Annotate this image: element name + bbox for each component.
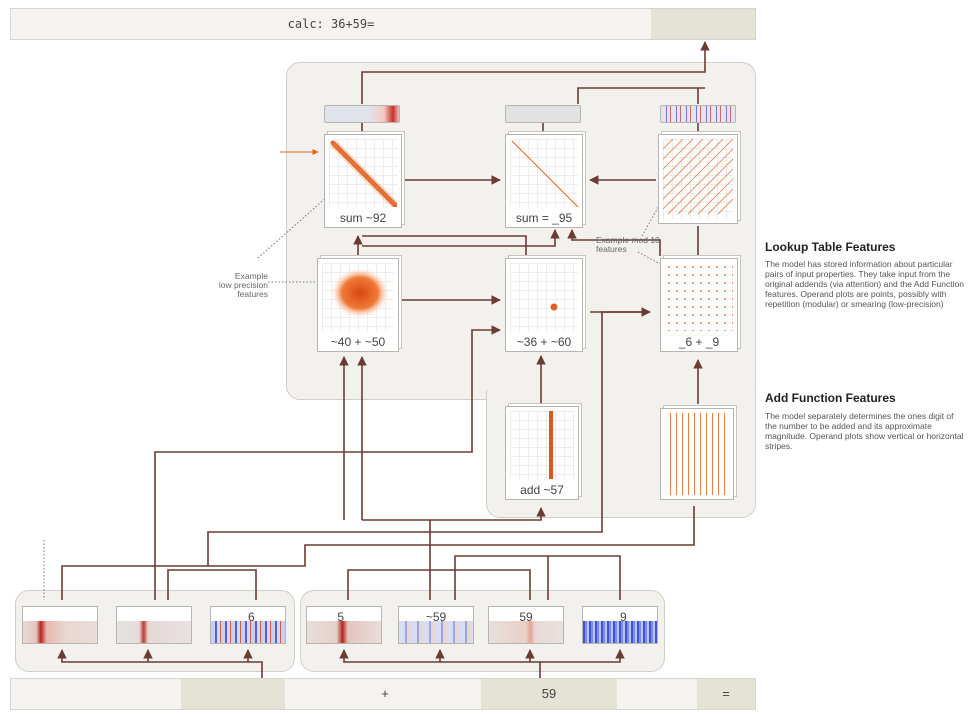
plot-add-ones	[665, 413, 729, 495]
label-6-9: _6 + _9	[678, 335, 720, 349]
node-sum92: sum ~92	[324, 134, 402, 228]
label-add57: add ~57	[520, 483, 564, 497]
prompt-bar: calc: 36+59=	[10, 8, 756, 40]
label-40-50: ~40 + ~50	[330, 335, 386, 349]
feature-strip-3	[211, 621, 285, 643]
plot-36-60	[510, 263, 578, 331]
label-sum92: sum ~92	[339, 211, 387, 225]
feature-strip-1	[23, 621, 97, 643]
output-token-highlight	[651, 9, 755, 39]
lookup-title: Lookup Table Features	[765, 240, 896, 254]
feature-card-2	[116, 606, 192, 644]
node-add57: add ~57	[505, 406, 579, 500]
feature-card-6: 59	[488, 606, 564, 644]
token-plus: +	[381, 686, 389, 701]
token-equals: =	[697, 679, 755, 709]
add-body: The model separately determines the ones…	[765, 411, 964, 451]
feature-label-3: ~59	[425, 610, 447, 624]
lookup-body: The model has stored information about p…	[765, 259, 964, 309]
prompt-text: calc: 36+59=	[287, 17, 375, 31]
feature-card-4: 5_	[306, 606, 382, 644]
label-36-60: ~36 + ~60	[516, 335, 572, 349]
feature-card-1	[22, 606, 98, 644]
feature-card-7: _9	[582, 606, 658, 644]
node-36-60: ~36 + ~60	[505, 258, 583, 352]
plot-6-9	[665, 263, 733, 331]
feature-strip-6	[489, 621, 563, 643]
plot-sum95	[510, 139, 578, 207]
token-59: 59	[481, 679, 617, 709]
feature-label-2: 5_	[337, 610, 351, 624]
plot-mod10	[663, 139, 733, 219]
annotation-low-precision: Example low precision features	[218, 271, 268, 299]
feature-strip-2	[117, 621, 191, 643]
feature-label-4: 59	[519, 610, 533, 624]
feature-card-3: _6	[210, 606, 286, 644]
plot-add57	[510, 411, 574, 479]
feature-card-5: ~59	[398, 606, 474, 644]
feature-strip-7	[583, 621, 657, 643]
node-add-ones	[660, 408, 734, 500]
add-title: Add Function Features	[765, 391, 896, 405]
strip-mod10	[660, 105, 736, 123]
node-6-9: _6 + _9	[660, 258, 738, 352]
strip-sum95	[505, 105, 581, 123]
feature-strip-5	[399, 621, 473, 643]
plot-sum92	[329, 139, 397, 207]
token-bar: + 59 =	[10, 678, 756, 710]
strip-sum92	[324, 105, 400, 123]
node-mod10-lookup	[658, 134, 738, 224]
plot-40-50	[322, 263, 394, 331]
label-sum95: sum = _95	[515, 211, 573, 225]
node-sum95: sum = _95	[505, 134, 583, 228]
annotation-mod10: Example mod 10 features	[596, 235, 660, 254]
feature-label-5: _9	[613, 610, 627, 624]
feature-label-1: _6	[241, 610, 255, 624]
token-36	[181, 679, 285, 709]
node-40-50: ~40 + ~50	[317, 258, 399, 352]
feature-strip-4	[307, 621, 381, 643]
